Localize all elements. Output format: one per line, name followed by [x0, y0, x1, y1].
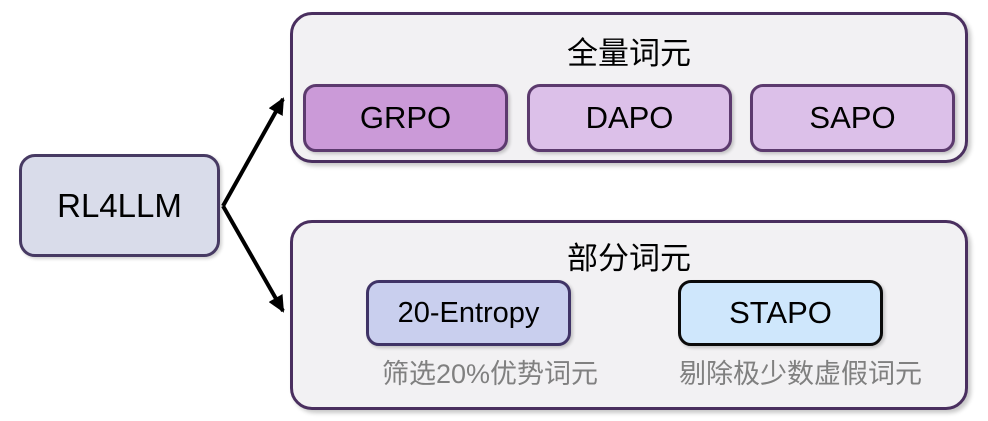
arrow-to-full-tokens: [221, 97, 285, 207]
node-dapo: DAPO: [527, 84, 732, 152]
caption-stapo: 剔除极少数虚假词元: [679, 359, 922, 389]
node-rl4llm: RL4LLM: [19, 154, 220, 257]
node-grpo-label: GRPO: [359, 100, 452, 135]
node-sapo: SAPO: [750, 84, 955, 152]
group-partial-tokens-title: 部分词元: [567, 241, 691, 276]
node-grpo: GRPO: [303, 84, 508, 152]
node-stapo: STAPO: [678, 280, 883, 346]
node-20-entropy-label: 20-Entropy: [397, 296, 540, 329]
node-sapo-label: SAPO: [809, 100, 896, 135]
arrow-to-partial-tokens: [221, 205, 285, 313]
group-full-tokens-title: 全量词元: [567, 36, 691, 71]
node-20-entropy: 20-Entropy: [366, 280, 571, 346]
node-dapo-label: DAPO: [585, 100, 674, 135]
node-stapo-label: STAPO: [729, 295, 832, 330]
node-rl4llm-label: RL4LLM: [57, 186, 182, 224]
caption-20-entropy: 筛选20%优势词元: [381, 359, 599, 389]
